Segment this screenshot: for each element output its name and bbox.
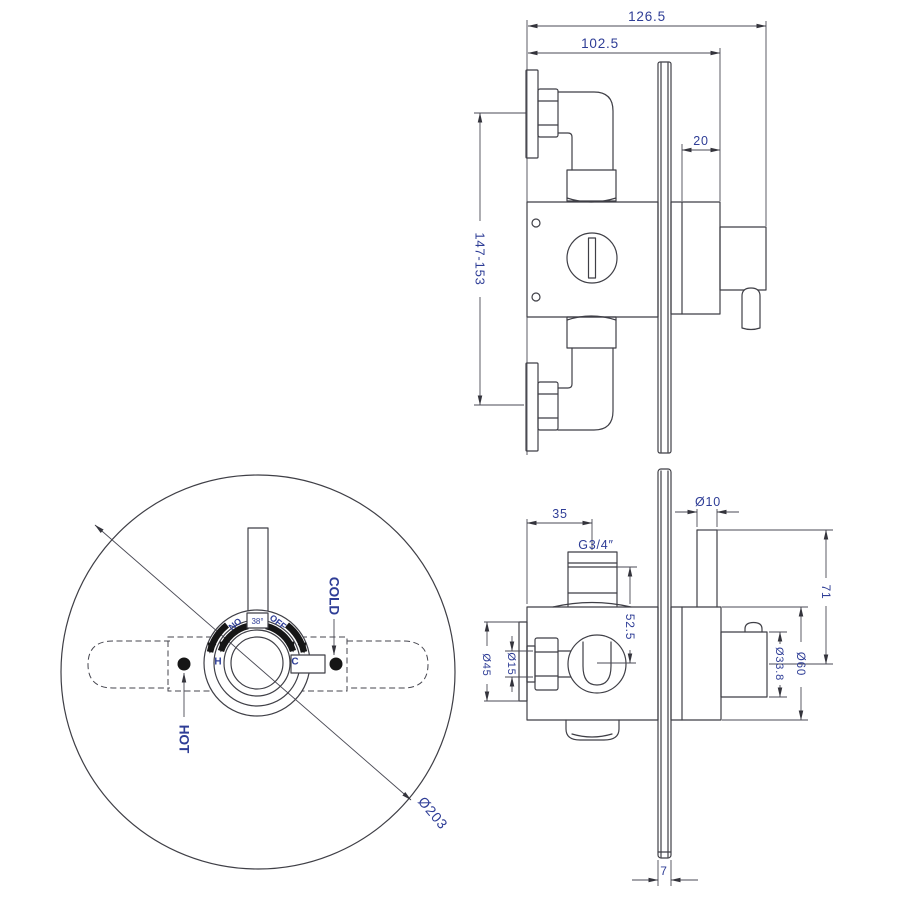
dim-plate-thickness: 7 — [632, 860, 698, 886]
side-view: 126.5 102.5 20 147-153 — [472, 9, 767, 455]
handle-side — [719, 226, 767, 331]
dim-inlet-centres: 147-153 — [472, 112, 487, 406]
screw-hole-top — [531, 218, 541, 228]
dial-arrow-arc-right-outer — [284, 622, 308, 654]
round-plate — [60, 474, 456, 870]
dim-stem-diameter-text: Ø10 — [695, 495, 721, 509]
handle-lever — [741, 287, 761, 331]
dim-inlet-centres-text: 147-153 — [472, 232, 487, 285]
escutcheon-front — [670, 606, 722, 721]
inlet-hex-nut — [534, 637, 559, 691]
escutcheon-side — [670, 201, 721, 315]
dim-overall-depth-text: 126.5 — [628, 9, 666, 24]
concealed-pipe-left — [87, 640, 170, 689]
elbow-pipe-bottom — [557, 315, 617, 431]
inlet-flange — [518, 621, 528, 702]
dim-port-offset: 35 — [526, 507, 593, 604]
valve-front-view: 35 G3/4″ 52.5 Ø10 71 Ø45 — [480, 468, 833, 886]
screw-hole-bottom — [531, 292, 541, 302]
dim-trim-gap-text: 20 — [693, 134, 709, 148]
dial-cold-index: C — [291, 657, 298, 668]
side-view-extension-lines — [474, 20, 767, 455]
concealed-pipe-right — [347, 640, 429, 689]
dim-port-offset-text: 35 — [552, 507, 568, 521]
inlet-assembly — [518, 621, 575, 702]
temperature-dial: 38° NO OFF H C — [94, 524, 412, 801]
port-boss — [552, 601, 632, 608]
dim-plate-diameter-text: Ø203 — [415, 793, 451, 832]
handle-front — [720, 621, 768, 698]
diameter-leader-line — [94, 524, 412, 801]
dial-temp-label: 38° — [251, 617, 263, 626]
dim-inlet-pipe: Ø15 — [505, 636, 533, 692]
dim-recess-depth-text: 102.5 — [581, 36, 619, 51]
hot-label-group: HOT — [176, 672, 191, 754]
dim-stem-diameter: Ø10 — [675, 495, 739, 527]
dim-port-drop-text: 52.5 — [623, 614, 637, 641]
trim-plate-side — [657, 61, 672, 454]
dim-escutcheon-diameter-text: Ø60 — [794, 652, 806, 676]
outlet-thread-label: G3/4″ — [578, 538, 614, 552]
dial-side-lever — [290, 654, 326, 674]
dial-hot-index: H — [214, 657, 221, 668]
handle-knob — [744, 621, 763, 633]
trim-plate-front — [657, 468, 672, 859]
dim-overall-depth: 126.5 — [527, 9, 767, 29]
dim-stem-height: 71 — [699, 529, 833, 665]
dim-handle-diameter-text: Ø33.8 — [773, 647, 785, 681]
cold-label-group: COLD — [326, 577, 341, 656]
cap-slot — [587, 237, 597, 279]
hex-nut-top — [537, 88, 559, 138]
cartridge-cap — [566, 232, 618, 284]
handle-stem — [247, 527, 269, 613]
dim-inlet-flange-text: Ø45 — [480, 653, 492, 676]
dim-plate-thickness-text: 7 — [660, 864, 667, 878]
front-plate-view: 38° NO OFF H C HOT COLD Ø203 — [60, 474, 456, 870]
dial-arrow-arc-right-inner — [265, 622, 297, 653]
dim-inlet-pipe-text: Ø15 — [505, 652, 517, 675]
dim-escutcheon-diameter: Ø60 — [722, 606, 808, 721]
bottom-outlet — [565, 719, 620, 741]
dial-arrow-arc-left-outer — [206, 622, 230, 654]
valve-body-side — [526, 201, 659, 318]
dim-trim-gap: 20 — [681, 134, 721, 153]
dim-inlet-flange: Ø45 — [480, 621, 520, 702]
temp-button-box — [246, 612, 269, 629]
dim-stem-height-text: 71 — [819, 585, 833, 600]
hex-nut-bottom — [537, 381, 559, 431]
elbow-front — [567, 634, 636, 694]
outlet-port — [567, 551, 618, 607]
dim-recess-depth: 102.5 — [527, 36, 721, 56]
dial-arrow-arc-left-inner — [217, 622, 249, 653]
elbow-pipe-top — [557, 91, 617, 203]
wall-flange-bottom — [525, 362, 539, 452]
wall-flange-top — [525, 69, 539, 159]
cold-inlet-dot — [329, 657, 343, 671]
cold-label: COLD — [326, 577, 341, 615]
dim-port-drop: 52.5 — [617, 566, 637, 664]
hot-label: HOT — [176, 725, 191, 754]
dim-handle-diameter: Ø33.8 — [769, 631, 787, 698]
stem-rod — [696, 529, 718, 608]
hot-inlet-dot — [177, 657, 191, 671]
